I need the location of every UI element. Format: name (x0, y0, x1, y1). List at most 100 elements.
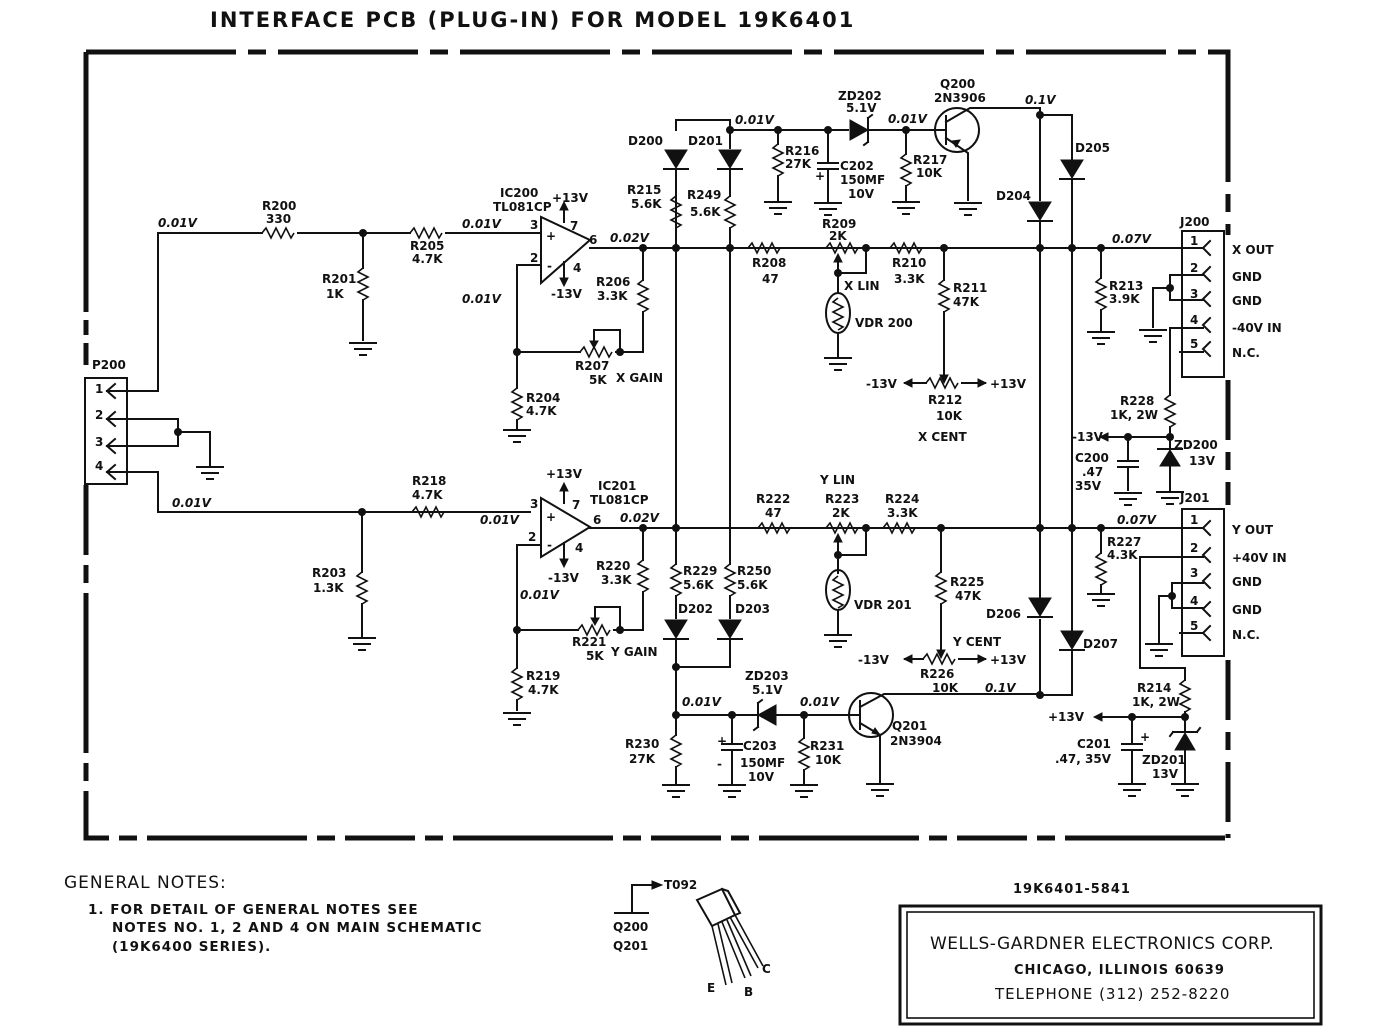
svg-text:7: 7 (570, 219, 578, 233)
svg-text:R222: R222 (756, 492, 790, 506)
svg-text:0.01V: 0.01V (888, 112, 929, 126)
neg-supply: R228 1K, 2W -13V C200 .47 35V ZD200 13V (1072, 394, 1218, 506)
svg-text:47K: 47K (955, 589, 982, 603)
svg-text:GENERAL NOTES:: GENERAL NOTES: (64, 873, 227, 893)
svg-text:R219: R219 (526, 669, 560, 683)
svg-text:R218: R218 (412, 474, 446, 488)
svg-text:R217: R217 (913, 153, 947, 167)
x-output-network: R208 47 R209 2K X LIN VDR 200 R210 3.3K … (672, 217, 1153, 444)
svg-text:R215: R215 (627, 183, 661, 197)
svg-text:+13V: +13V (1048, 710, 1085, 724)
svg-text:C200: C200 (1075, 451, 1109, 465)
svg-text:13V: 13V (1189, 454, 1216, 468)
svg-text:47: 47 (762, 272, 779, 286)
svg-text:10K: 10K (932, 681, 959, 695)
svg-text:N.C.: N.C. (1232, 628, 1260, 642)
svg-text:J201: J201 (1179, 491, 1210, 505)
svg-text:D201: D201 (688, 134, 723, 148)
board-outline (83, 49, 1231, 841)
svg-text:0.01V: 0.01V (462, 217, 503, 231)
opamp-ic200: + - IC200 TL081CP +13V -13V 3 2 6 7 4 0.… (462, 186, 1181, 443)
svg-text:-13V: -13V (858, 653, 890, 667)
svg-text:5.6K: 5.6K (737, 578, 768, 592)
svg-text:R225: R225 (950, 575, 984, 589)
svg-text:3.3K: 3.3K (601, 573, 632, 587)
svg-text:WELLS-GARDNER ELECTRONICS CORP: WELLS-GARDNER ELECTRONICS CORP. (930, 934, 1274, 954)
svg-text:3.3K: 3.3K (887, 506, 918, 520)
svg-text:3: 3 (1190, 566, 1198, 580)
svg-text:47: 47 (765, 506, 782, 520)
svg-text:7: 7 (572, 498, 580, 512)
svg-text:4: 4 (1190, 313, 1198, 327)
svg-text:IC200: IC200 (500, 186, 538, 200)
to92-transistor-icon (695, 887, 764, 986)
svg-text:Q201: Q201 (613, 939, 648, 953)
svg-text:2K: 2K (832, 506, 850, 520)
svg-text:T092: T092 (664, 878, 697, 892)
svg-text:6: 6 (593, 513, 601, 527)
svg-text:0.01V: 0.01V (480, 513, 521, 527)
svg-text:13V: 13V (1152, 767, 1179, 781)
svg-text:19K6401-5841: 19K6401-5841 (1013, 882, 1131, 897)
svg-text:4.7K: 4.7K (412, 252, 443, 266)
svg-text:-: - (547, 259, 552, 273)
svg-text:+: + (546, 229, 556, 243)
svg-text:X GAIN: X GAIN (616, 371, 663, 385)
clamp-diodes: D204 D206 D205 D207 (986, 114, 1118, 699)
svg-text:R212: R212 (928, 393, 962, 407)
svg-text:Y LIN: Y LIN (819, 473, 855, 487)
svg-text:R207: R207 (575, 359, 609, 373)
svg-text:D203: D203 (735, 602, 770, 616)
svg-text:1: 1 (1190, 234, 1198, 248)
svg-text:+13V: +13V (990, 653, 1027, 667)
x-input-stage: 0.01V R200 330 R201 1K R205 4.7K 0.01V (157, 199, 542, 356)
package-detail: T092 Q200 Q201 E B C (613, 878, 771, 999)
svg-text:D205: D205 (1075, 141, 1110, 155)
svg-text:2: 2 (95, 408, 103, 422)
svg-text:C203: C203 (743, 739, 777, 753)
svg-text:-13V: -13V (1072, 430, 1104, 444)
svg-text:ZD200: ZD200 (1174, 438, 1218, 452)
svg-text:R203: R203 (312, 566, 346, 580)
svg-text:5.1V: 5.1V (846, 101, 877, 115)
svg-text:1.3K: 1.3K (313, 581, 344, 595)
svg-text:(19K6400 SERIES).: (19K6400 SERIES). (112, 939, 271, 955)
svg-text:5.6K: 5.6K (690, 205, 721, 219)
svg-text:VDR 200: VDR 200 (855, 316, 913, 330)
svg-text:R228: R228 (1120, 394, 1154, 408)
svg-text:C202: C202 (840, 159, 874, 173)
svg-text:TL081CP: TL081CP (590, 493, 649, 507)
svg-text:+13V: +13V (546, 467, 583, 481)
svg-text:150MF: 150MF (740, 756, 785, 770)
svg-text:4: 4 (95, 459, 103, 473)
svg-text:R216: R216 (785, 144, 819, 158)
svg-text:3: 3 (95, 435, 103, 449)
svg-text:5K: 5K (589, 373, 607, 387)
svg-text:ZD201: ZD201 (1142, 753, 1186, 767)
svg-text:-: - (547, 538, 552, 552)
svg-text:GND: GND (1232, 575, 1262, 589)
svg-text:0.02V: 0.02V (610, 231, 651, 245)
svg-text:3: 3 (530, 497, 538, 511)
connector-j200: J200 1 2 3 4 5 X OUT GND GND -40V IN N.C… (1139, 215, 1282, 396)
svg-text:4: 4 (575, 541, 583, 555)
svg-text:Q201: Q201 (892, 719, 927, 733)
svg-text:0.02V: 0.02V (620, 511, 661, 525)
svg-text:GND: GND (1232, 603, 1262, 617)
svg-text:D207: D207 (1083, 637, 1118, 651)
svg-text:R226: R226 (920, 667, 954, 681)
svg-text:D200: D200 (628, 134, 663, 148)
svg-text:R230: R230 (625, 737, 659, 751)
svg-text:D202: D202 (678, 602, 713, 616)
svg-text:5.6K: 5.6K (683, 578, 714, 592)
svg-text:R209: R209 (822, 217, 856, 231)
svg-text:CHICAGO, ILLINOIS 60639: CHICAGO, ILLINOIS 60639 (1014, 963, 1225, 978)
svg-text:47K: 47K (953, 295, 980, 309)
svg-text:R249: R249 (687, 188, 721, 202)
svg-text:+40V IN: +40V IN (1232, 551, 1287, 565)
svg-text:0.01V: 0.01V (158, 216, 199, 230)
svg-text:1K, 2W: 1K, 2W (1132, 695, 1180, 709)
svg-text:R204: R204 (526, 391, 560, 405)
svg-text:R223: R223 (825, 492, 859, 506)
svg-text:4.7K: 4.7K (526, 404, 557, 418)
